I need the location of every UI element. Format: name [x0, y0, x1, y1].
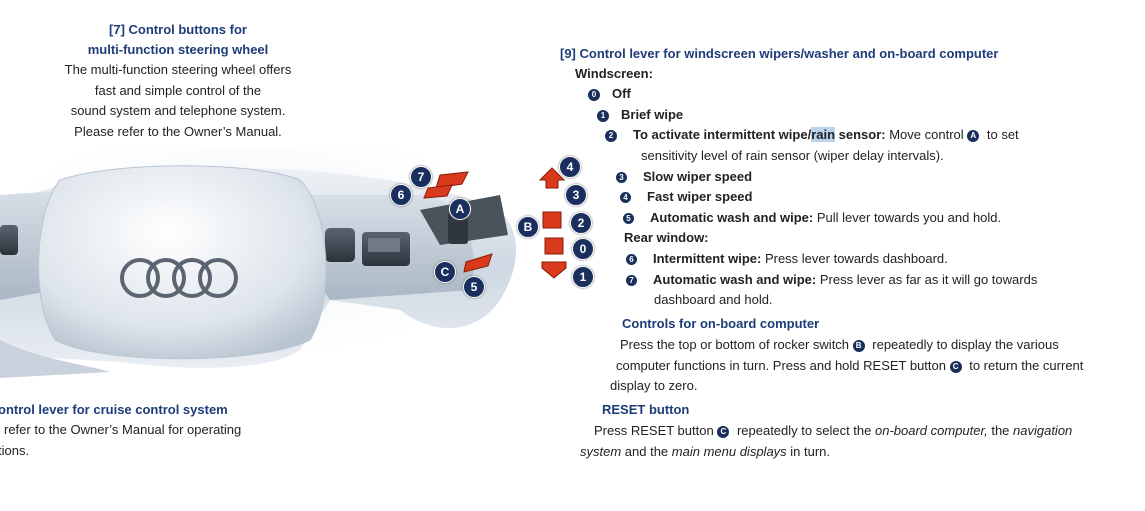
windscreen-label: Windscreen:: [575, 66, 653, 81]
left-heading-line1: [7] Control buttons for: [109, 22, 247, 37]
badge-4-icon: 4: [620, 192, 631, 203]
callout-4: 4: [559, 156, 581, 178]
left-body-line: Please refer to the Owner’s Manual.: [74, 123, 282, 139]
steering-wheel-figure: 7 6 A B C 5 4 3 2 0 1: [0, 110, 600, 380]
badge-0-icon: 0: [588, 89, 600, 101]
wiper-heading: [9] Control lever for windscreen wipers/…: [560, 46, 999, 61]
callout-b: B: [517, 216, 539, 238]
obc-heading: Controls for on-board computer: [622, 316, 820, 331]
left-body-line: fast and simple control of the: [94, 82, 262, 98]
obc-line-2: computer functions in turn. Press and ho…: [616, 358, 1084, 373]
cruise-block: ontrol lever for cruise control system r…: [0, 400, 298, 461]
badge-7-icon: 7: [626, 275, 637, 286]
badge-5-icon: 5: [623, 213, 634, 224]
reset-line-2: system and the main menu displays in tur…: [580, 444, 831, 459]
left-body-line: sound system and telephone system.: [70, 103, 286, 118]
callout-7: 7: [410, 166, 432, 188]
cruise-line: refer to the Owner’s Manual for operatin…: [4, 422, 242, 437]
left-body-line: The multi-function steering wheel offers: [64, 62, 292, 77]
callout-6: 6: [390, 184, 412, 206]
left-heading-line2: multi-function steering wheel: [87, 42, 269, 57]
badge-a-icon: A: [967, 130, 980, 142]
rear-item-7-cont: dashboard and hold.: [654, 292, 773, 307]
reset-line-1: Press RESET button C repeatedly to selec…: [594, 423, 1073, 438]
obc-line-3: display to zero.: [610, 378, 698, 393]
cruise-heading: ontrol lever for cruise control system: [0, 402, 228, 417]
badge-2-icon: 2: [605, 130, 617, 142]
callout-5: 5: [463, 276, 485, 298]
callout-1: 1: [572, 266, 594, 288]
obc-line-1: Press the top or bottom of rocker switch…: [620, 337, 1059, 352]
callout-c: C: [434, 261, 456, 283]
badge-b-icon: B: [852, 340, 865, 352]
badge-c-icon: C: [717, 426, 730, 438]
callout-2: 2: [570, 212, 592, 234]
rear-window-label: Rear window:: [624, 230, 709, 245]
cruise-line: tions.: [0, 442, 30, 458]
badge-1-icon: 1: [597, 110, 609, 122]
steering-wheel-illustration: [0, 110, 567, 378]
reset-heading: RESET button: [602, 402, 690, 417]
wiper-item-2-cont: sensitivity level of rain sensor (wiper …: [641, 148, 944, 163]
callout-a: A: [449, 198, 471, 220]
callout-3: 3: [565, 184, 587, 206]
callout-0: 0: [572, 238, 594, 260]
badge-3-icon: 3: [616, 172, 627, 183]
badge-c-icon: C: [949, 361, 962, 373]
left-text-block: [7] Control buttons for multi-function s…: [28, 20, 328, 142]
badge-6-icon: 6: [626, 254, 637, 265]
